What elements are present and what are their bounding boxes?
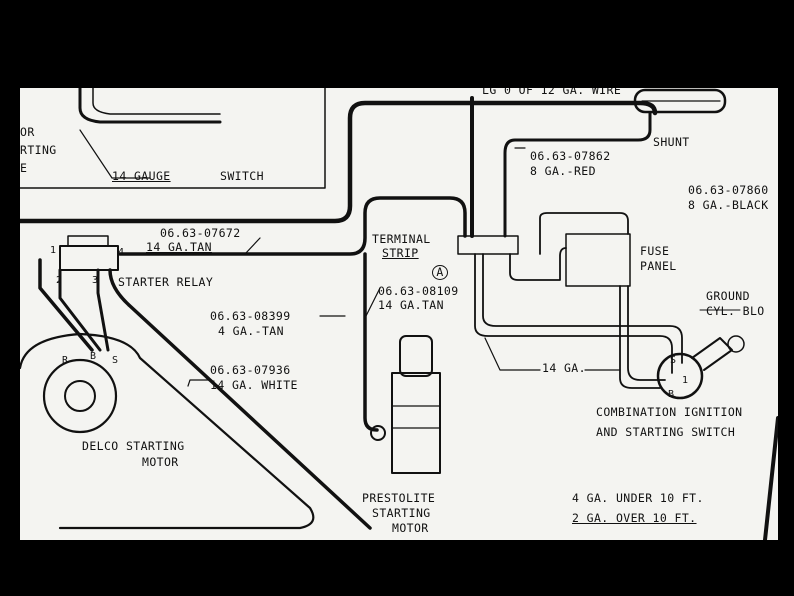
wire-07936: [108, 268, 372, 530]
switch-wire-a: [78, 88, 222, 124]
combination-switch-label-1: COMBINATION IGNITION: [596, 405, 743, 419]
wire-to-fuse: [509, 247, 567, 281]
gauge-note-1: 4 GA. UNDER 10 FT.: [572, 491, 704, 505]
wire-08399-part: 06.63-08399: [210, 309, 291, 323]
terminal-strip: [457, 235, 519, 255]
wire-07936-part: 06.63-07936: [210, 363, 291, 377]
right-cable: [763, 416, 778, 540]
wire-08109-part: 06.63-08109: [378, 284, 459, 298]
fuse-panel-label-2: PANEL: [640, 259, 677, 273]
gauge14-mid-leader: [484, 337, 541, 371]
terminal-a-marker: A: [432, 265, 448, 280]
wire-08109-leader: [364, 287, 381, 319]
left-fragment-2: RTING: [20, 143, 57, 157]
relay-terminal-4: 4: [118, 247, 125, 258]
combination-switch: [656, 352, 704, 400]
wire-07860-gauge: 8 GA.-BLACK: [688, 198, 769, 212]
delco-label-1: DELCO STARTING: [82, 439, 185, 453]
wire-fuse-down: [619, 285, 661, 389]
gauge14-leader: [79, 129, 151, 179]
relay-wire-1: [38, 258, 94, 352]
wire-fuse-down-2: [627, 285, 666, 381]
relay-terminal-2: 2: [56, 275, 63, 286]
prestolite-motor: [391, 372, 441, 474]
fuse-panel-label-1: FUSE: [640, 244, 670, 258]
prestolite-label-1: PRESTOLITE: [362, 491, 436, 505]
top-wire-label: LG 0 OF 12 GA. WIRE: [482, 88, 622, 97]
prestolite-label-2: STARTING: [372, 506, 431, 520]
switch-terminal-b: B: [668, 389, 675, 400]
wire-07672-part: 06.63-07672: [160, 226, 241, 240]
gauge14-top-label: 14 GAUGE: [112, 169, 171, 183]
delco-motor-housing: [20, 332, 315, 530]
left-fragment-3: E: [20, 161, 28, 175]
starter-relay-label: STARTER RELAY: [118, 275, 214, 289]
shunt: [633, 88, 727, 114]
main-cable: [20, 100, 658, 224]
combination-switch-label-2: AND STARTING SWITCH: [596, 425, 736, 439]
relay-terminal-3: 3: [92, 275, 99, 286]
relay-wire-3: [96, 268, 110, 352]
wire-07672-gauge: 14 GA.TAN: [146, 240, 212, 254]
wire-fuse-loop: [539, 212, 629, 255]
wire-08399: [363, 252, 379, 432]
wiring-diagram-sheet: LG 0 OF 12 GA. WIRE 14 GAUGE SWITCH OR R…: [20, 88, 778, 540]
delco-terminal-b: B: [90, 351, 97, 362]
gauge14-mid-label: 14 GA.: [542, 361, 586, 375]
switch-label: SWITCH: [220, 169, 264, 183]
ground-label-1: GROUND: [706, 289, 750, 303]
gauge-note-2: 2 GA. OVER 10 FT.: [572, 511, 697, 525]
ground-label-2: CYL. BLO: [706, 304, 765, 318]
shunt-label: SHUNT: [653, 135, 690, 149]
delco-terminal-s: S: [112, 355, 119, 366]
wire-07862-part: 06.63-07862: [530, 149, 611, 163]
wire-07936-gauge: 14 GA. WHITE: [210, 378, 298, 392]
fuse-panel: [565, 233, 631, 287]
left-fragment-1: OR: [20, 125, 35, 139]
relay-wire-2: [58, 268, 102, 352]
delco-terminal-r: R: [62, 355, 69, 366]
wire-07860-part: 06.63-07860: [688, 183, 769, 197]
prestolite-label-3: MOTOR: [392, 521, 429, 535]
wire-08109-gauge: 14 GA.TAN: [378, 298, 444, 312]
wire-07672: [118, 196, 467, 256]
starter-relay: [59, 245, 119, 271]
switch-wire-b: [92, 88, 221, 115]
wire-14ga-b: [482, 253, 683, 364]
delco-label-2: MOTOR: [142, 455, 179, 469]
terminal-strip-label-1: TERMINAL: [372, 232, 431, 246]
switch-terminal-s: S: [670, 355, 677, 366]
wire-07862: [503, 111, 652, 238]
upper-left-panel-outline: [20, 88, 326, 189]
terminal-strip-label-2: STRIP: [382, 246, 419, 260]
wiring-diagram: [20, 88, 778, 540]
wire-08399-gauge: 4 GA.-TAN: [218, 324, 284, 338]
delco-motor-face: [42, 358, 118, 434]
switch-terminal-1: 1: [682, 375, 689, 386]
relay-terminal-1: 1: [50, 245, 57, 256]
wire-14ga-a: [474, 253, 673, 374]
wire-07862-gauge: 8 GA.-RED: [530, 164, 596, 178]
